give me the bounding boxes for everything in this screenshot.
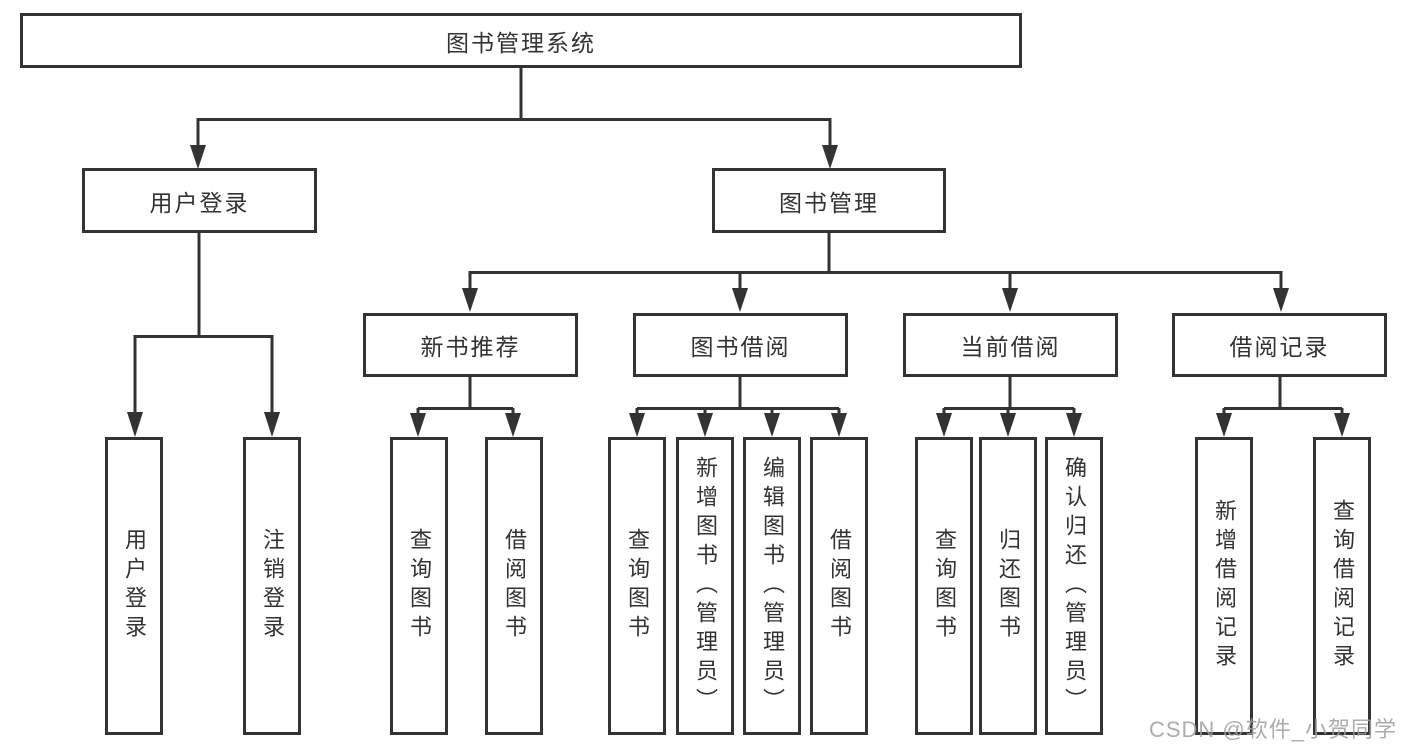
connector-book-borrow-children — [635, 377, 841, 415]
leaf-bb-query-books: 查询图书 — [608, 437, 666, 735]
connector-book-management-children — [468, 233, 1283, 291]
leaf-bb-add-books-admin: 新增图书（管理员） — [676, 437, 734, 735]
node-new-book-recommend-label: 新书推荐 — [420, 334, 521, 360]
leaf-br-add-record: 新增借阅记录 — [1195, 437, 1253, 735]
leaf-bb-borrow-books-label: 借阅图书 — [827, 528, 852, 644]
node-book-borrow-label: 图书借阅 — [690, 334, 791, 360]
node-borrow-records-label: 借阅记录 — [1229, 334, 1330, 360]
connector-root-to-level2 — [196, 68, 832, 147]
leaf-cb-confirm-return-admin: 确认归还（管理员） — [1045, 437, 1103, 735]
leaf-br-query-record-label: 查询借阅记录 — [1330, 499, 1355, 673]
leaf-cb-query-books-label: 查询图书 — [932, 528, 957, 644]
leaf-bb-query-books-label: 查询图书 — [625, 528, 650, 644]
arrowhead-bb-edit — [764, 413, 780, 437]
arrowhead-br-add — [1216, 413, 1232, 437]
node-borrow-records: 借阅记录 — [1172, 313, 1387, 377]
connector-new-book-recommend-children — [416, 377, 515, 415]
arrowhead-current-borrow — [1002, 288, 1018, 312]
node-current-borrow: 当前借阅 — [903, 313, 1118, 377]
node-root: 图书管理系统 — [20, 13, 1022, 68]
arrowhead-book-management — [822, 145, 838, 169]
leaf-logout-label: 注销登录 — [260, 528, 285, 644]
node-current-borrow-label: 当前借阅 — [960, 334, 1061, 360]
leaf-br-query-record: 查询借阅记录 — [1313, 437, 1371, 735]
arrowhead-new-book-recommend — [462, 288, 478, 312]
arrowhead-bb-query — [629, 413, 645, 437]
arrowhead-borrow-records — [1273, 288, 1289, 312]
leaf-nbr-borrow-books: 借阅图书 — [485, 437, 543, 735]
arrowhead-user-login — [190, 145, 206, 169]
leaf-bb-borrow-books: 借阅图书 — [810, 437, 868, 735]
leaf-cb-return-books: 归还图书 — [979, 437, 1037, 735]
leaf-cb-confirm-return-admin-label: 确认归还（管理员） — [1062, 455, 1087, 717]
leaf-bb-add-books-admin-label: 新增图书（管理员） — [693, 455, 718, 717]
node-user-login-label: 用户登录 — [149, 189, 250, 216]
arrowhead-nbr-query — [410, 413, 426, 437]
arrowhead-nbr-borrow — [505, 413, 521, 437]
node-book-borrow: 图书借阅 — [633, 313, 848, 377]
leaf-nbr-query-books-label: 查询图书 — [407, 528, 432, 644]
leaf-user-login-label: 用户登录 — [122, 528, 147, 644]
arrowhead-br-query — [1334, 413, 1350, 437]
leaf-br-add-record-label: 新增借阅记录 — [1212, 499, 1237, 673]
leaf-cb-query-books: 查询图书 — [915, 437, 973, 735]
leaf-cb-return-books-label: 归还图书 — [996, 528, 1021, 644]
arrowhead-cb-query — [936, 413, 952, 437]
arrowhead-cb-confirm — [1066, 413, 1082, 437]
connector-user-login-children — [133, 233, 274, 414]
leaf-logout: 注销登录 — [243, 437, 301, 735]
arrowhead-cb-return — [1000, 413, 1016, 437]
leaf-nbr-query-books: 查询图书 — [390, 437, 448, 735]
node-book-management: 图书管理 — [712, 168, 946, 233]
leaf-nbr-borrow-books-label: 借阅图书 — [502, 528, 527, 644]
node-user-login: 用户登录 — [82, 168, 317, 233]
csdn-watermark: CSDN @软件_小贺同学 — [1148, 717, 1397, 742]
arrowhead-book-borrow — [732, 288, 748, 312]
node-root-label: 图书管理系统 — [446, 29, 596, 56]
arrowhead-bb-borrow — [831, 413, 847, 437]
leaf-user-login: 用户登录 — [105, 437, 163, 735]
node-book-management-label: 图书管理 — [779, 189, 879, 216]
leaf-bb-edit-books-admin: 编辑图书（管理员） — [743, 437, 801, 735]
node-new-book-recommend: 新书推荐 — [363, 313, 578, 377]
arrowhead-login — [127, 412, 143, 437]
connector-current-borrow-children — [942, 377, 1076, 415]
connector-borrow-records-children — [1222, 377, 1344, 415]
arrowhead-bb-add — [697, 413, 713, 437]
leaf-bb-edit-books-admin-label: 编辑图书（管理员） — [760, 455, 785, 717]
arrowhead-logout — [264, 412, 280, 437]
